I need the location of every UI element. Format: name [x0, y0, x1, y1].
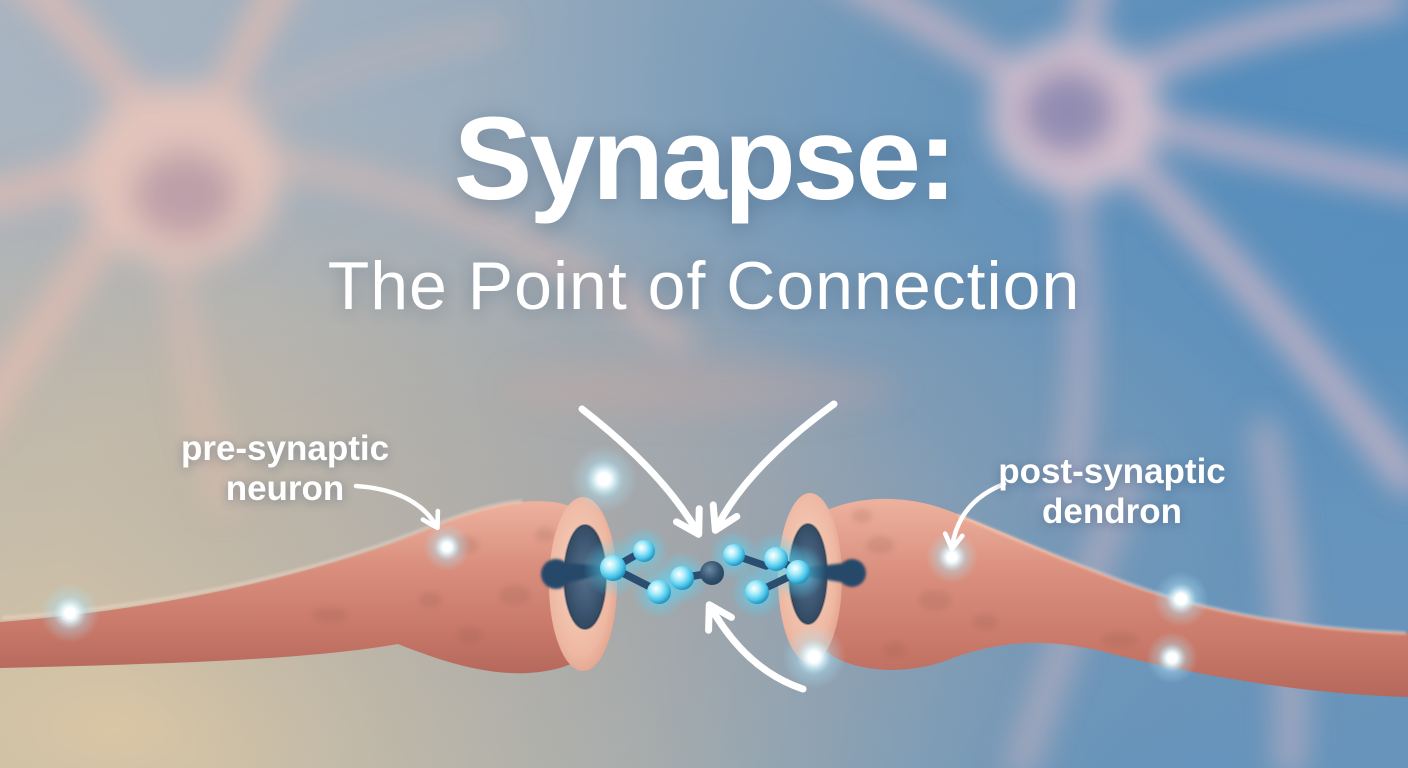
neurotransmitter-molecules [583, 526, 826, 619]
dark-molecule-ball [700, 561, 724, 585]
label-postsynaptic-dendron: post-synaptic dendron [962, 452, 1262, 532]
signal-glows [40, 445, 1209, 689]
label-postsynaptic-line1: post-synaptic [998, 452, 1226, 491]
page-title: Synapse: [453, 93, 958, 225]
label-postsynaptic-line2: dendron [1042, 491, 1182, 531]
arrow-into-cleft-right [709, 400, 838, 534]
molecule-balls [600, 540, 810, 604]
page-subtitle: The Point of Connection [327, 248, 1081, 324]
label-arrows [353, 481, 1007, 552]
arrow-into-cleft-left [578, 405, 703, 538]
blurred-neuron-top-right [863, 0, 1408, 510]
label-presynaptic-line1: pre-synaptic [180, 429, 390, 468]
label-presynaptic-line2: neuron [225, 468, 345, 508]
postsynaptic-label-arrow [942, 481, 1007, 552]
presynaptic-label-arrow [353, 483, 441, 531]
blurred-neuron-top-left [0, 0, 691, 514]
postsynaptic-texture [852, 509, 1138, 658]
arrow-into-cleft-bottom [705, 601, 807, 693]
cleft-arrows [578, 400, 838, 693]
presynaptic-texture [312, 528, 555, 643]
label-presynaptic-neuron: pre-synaptic neuron [125, 429, 445, 509]
